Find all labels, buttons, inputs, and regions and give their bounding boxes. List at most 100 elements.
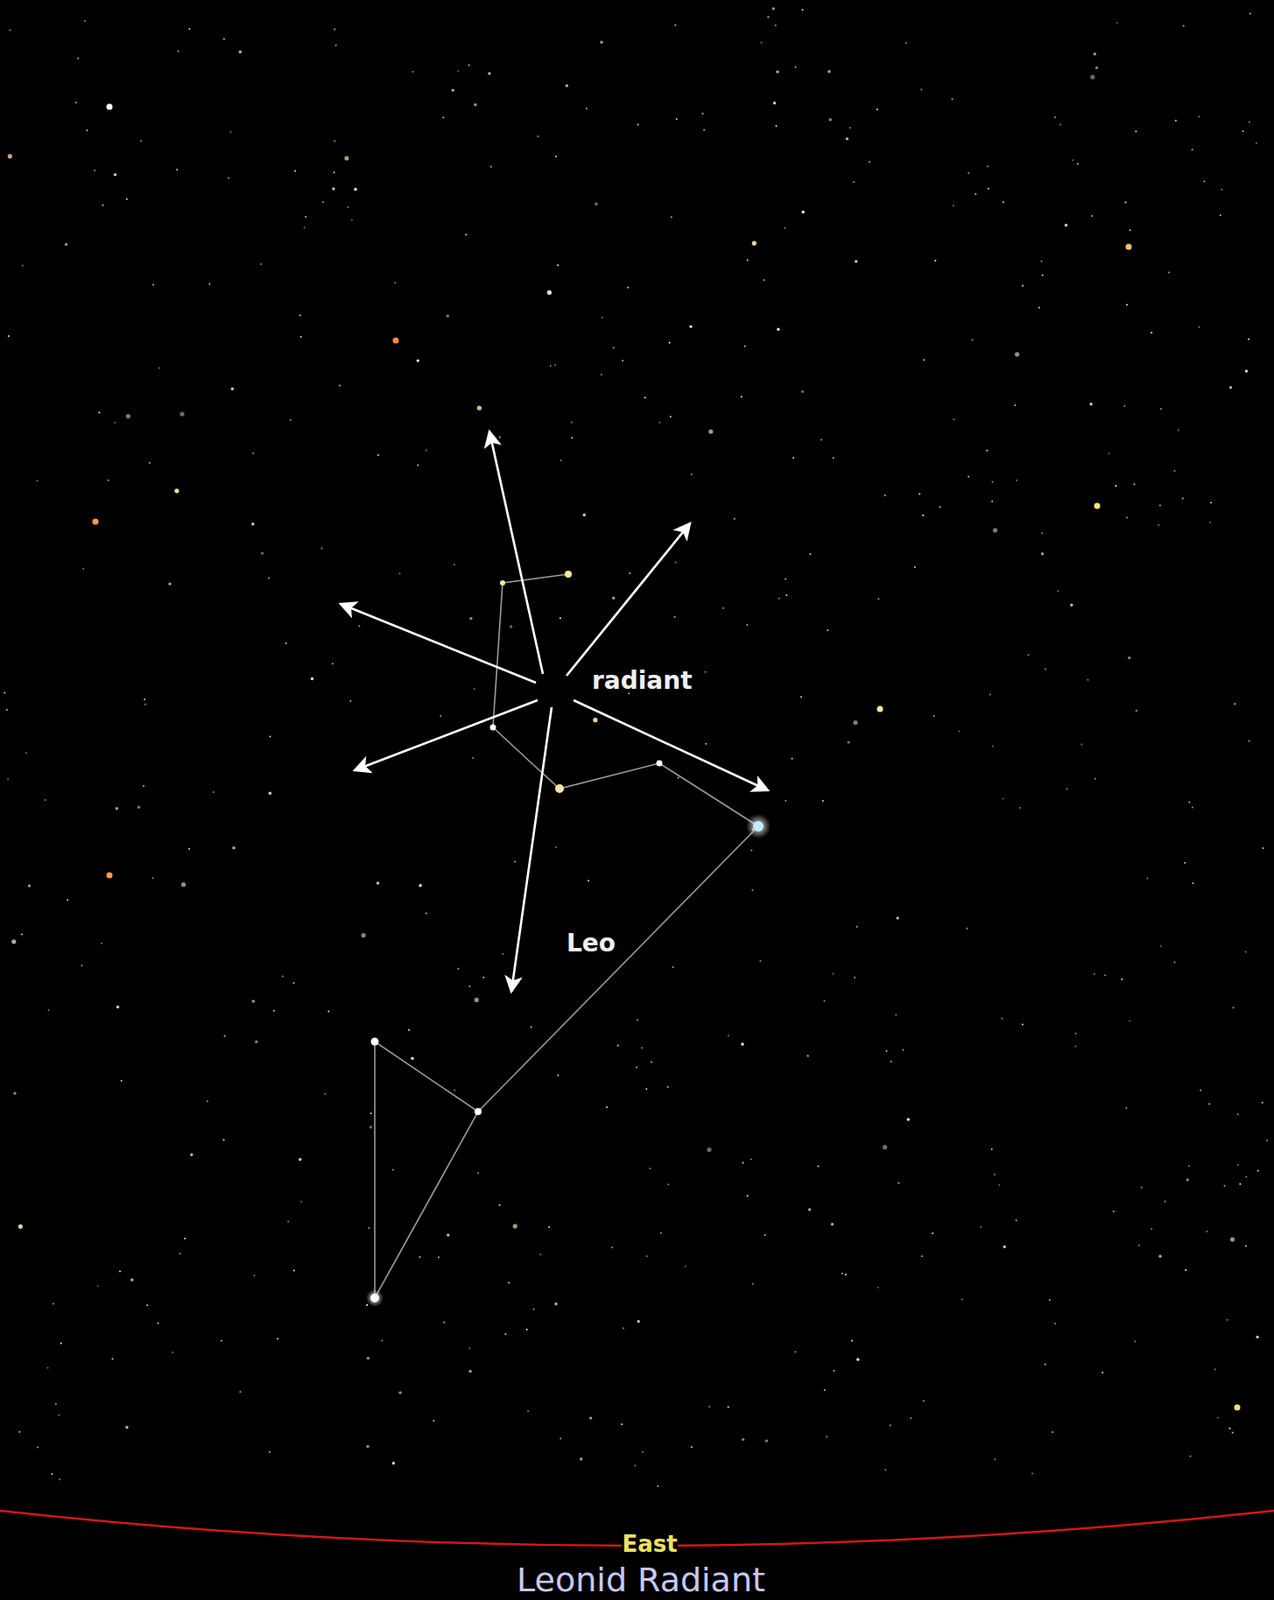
- star: [746, 624, 748, 627]
- star: [1133, 1341, 1136, 1344]
- background-stars: [3, 7, 1268, 1488]
- star: [287, 1220, 289, 1223]
- star: [1021, 1024, 1024, 1027]
- star: [468, 985, 471, 988]
- star: [93, 169, 96, 172]
- star: [181, 882, 186, 887]
- star: [560, 459, 563, 462]
- star: [120, 1080, 123, 1083]
- star: [416, 358, 420, 362]
- star: [361, 933, 367, 938]
- star: [1048, 1299, 1051, 1302]
- star: [775, 125, 778, 127]
- star: [468, 63, 471, 66]
- star: [775, 70, 779, 73]
- star: [626, 287, 629, 289]
- star: [617, 1044, 620, 1047]
- star: [84, 20, 86, 22]
- star: [490, 166, 493, 169]
- star: [792, 457, 795, 459]
- star: [1237, 1164, 1239, 1167]
- star: [672, 966, 675, 969]
- star: [633, 1464, 636, 1467]
- star: [1013, 404, 1016, 407]
- star: [1214, 1369, 1217, 1372]
- star: [1093, 52, 1097, 56]
- star: [1126, 516, 1128, 519]
- star: [579, 1457, 583, 1461]
- star: [300, 336, 303, 338]
- star: [327, 1011, 330, 1014]
- star: [921, 1255, 923, 1258]
- star: [601, 316, 604, 319]
- star: [918, 492, 921, 495]
- star: [1090, 75, 1095, 80]
- star: [1087, 679, 1090, 682]
- star: [708, 429, 713, 434]
- star: [909, 1417, 912, 1420]
- star: [1054, 116, 1056, 119]
- star: [125, 1426, 128, 1429]
- star: [137, 806, 141, 810]
- star: [1104, 974, 1106, 977]
- star: [526, 1329, 528, 1331]
- star: [227, 176, 230, 179]
- star: [760, 42, 763, 44]
- star: [668, 341, 671, 344]
- star: [1188, 1165, 1190, 1168]
- star: [57, 1414, 60, 1417]
- star: [419, 1256, 422, 1259]
- star: [991, 1148, 993, 1151]
- star: [922, 514, 924, 517]
- star: [107, 479, 110, 482]
- star: [1095, 66, 1099, 70]
- star: [143, 698, 146, 701]
- star: [253, 1274, 255, 1277]
- star: [628, 572, 631, 575]
- star: [6, 709, 8, 711]
- star: [884, 1469, 887, 1472]
- star: [473, 688, 476, 690]
- star: [1002, 798, 1005, 801]
- star: [1242, 130, 1245, 133]
- star: [179, 412, 184, 417]
- star: [1188, 802, 1190, 804]
- star: [600, 373, 603, 376]
- star: [82, 568, 85, 571]
- star: [1044, 1364, 1047, 1366]
- star: [100, 943, 103, 945]
- star: [1232, 1006, 1235, 1009]
- star: [1229, 386, 1232, 389]
- star: [369, 1126, 373, 1129]
- star: [920, 88, 923, 91]
- star: [351, 218, 353, 221]
- star: [1160, 408, 1162, 410]
- star: [1184, 1269, 1187, 1272]
- star: [130, 1279, 134, 1282]
- star: [784, 800, 787, 803]
- star: [98, 411, 100, 414]
- star: [1133, 483, 1136, 486]
- star: [1182, 498, 1184, 500]
- star: [802, 211, 805, 214]
- star: [453, 1090, 456, 1092]
- star: [801, 390, 804, 394]
- star: [50, 1473, 53, 1476]
- star: [300, 1201, 303, 1204]
- star: [933, 715, 936, 718]
- star: [620, 1423, 623, 1426]
- star: [231, 387, 234, 391]
- star: [1219, 214, 1222, 217]
- star: [612, 346, 615, 349]
- star: [1158, 1255, 1162, 1259]
- star: [323, 1093, 326, 1096]
- star: [268, 1451, 271, 1454]
- star: [442, 116, 444, 119]
- star: [733, 518, 736, 521]
- star: [177, 50, 180, 53]
- star: [146, 1304, 148, 1307]
- star: [437, 1257, 440, 1260]
- star: [958, 730, 961, 733]
- star: [794, 1351, 796, 1354]
- star: [1019, 807, 1021, 810]
